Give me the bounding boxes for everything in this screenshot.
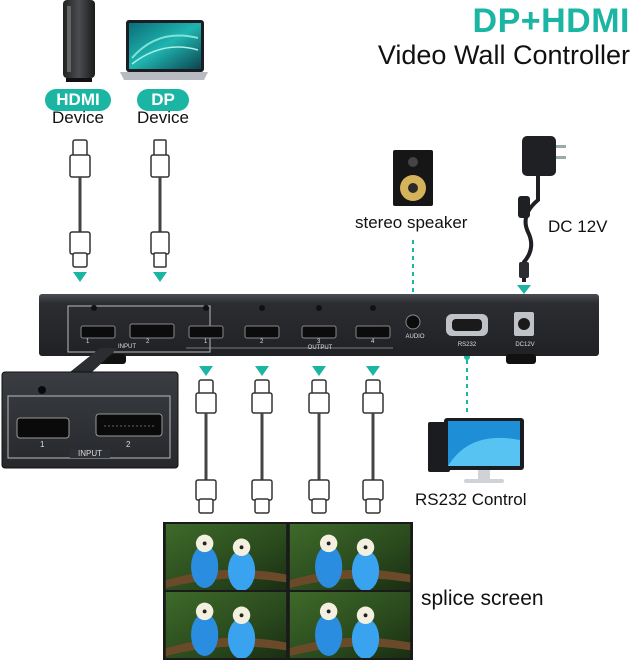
- zoom-input-label: INPUT: [70, 449, 110, 458]
- input-port-1-label: 1: [86, 339, 96, 345]
- output-port-1-label: 1: [204, 339, 207, 345]
- power-adapter-icon: [517, 136, 566, 294]
- output-port-4-label: 4: [371, 339, 374, 345]
- output-port-2-label: 2: [260, 339, 263, 345]
- splice-screen-label: splice screen: [421, 587, 581, 611]
- output-group-label: OUTPUT: [300, 345, 340, 351]
- zoom-port-2-label: 2: [126, 440, 130, 449]
- speaker-icon: [393, 150, 433, 206]
- audio-port-label: AUDIO: [400, 334, 430, 340]
- zoom-port-1-label: 1: [40, 440, 44, 449]
- splice-screen: [163, 522, 413, 660]
- desktop-computer-icon: [428, 418, 524, 483]
- speaker-label: stereo speaker: [355, 213, 485, 233]
- rs232-control-label: RS232 Control: [415, 490, 555, 510]
- power-label: DC 12V: [548, 217, 628, 237]
- hdmi-input-cable: [70, 140, 90, 282]
- dp-input-cable: [151, 140, 169, 282]
- input-port-2-label: 2: [146, 339, 156, 345]
- rs232-port-label: RS232: [452, 342, 482, 348]
- dc-port-label: DC12V: [510, 342, 540, 348]
- output-cables: [196, 366, 383, 513]
